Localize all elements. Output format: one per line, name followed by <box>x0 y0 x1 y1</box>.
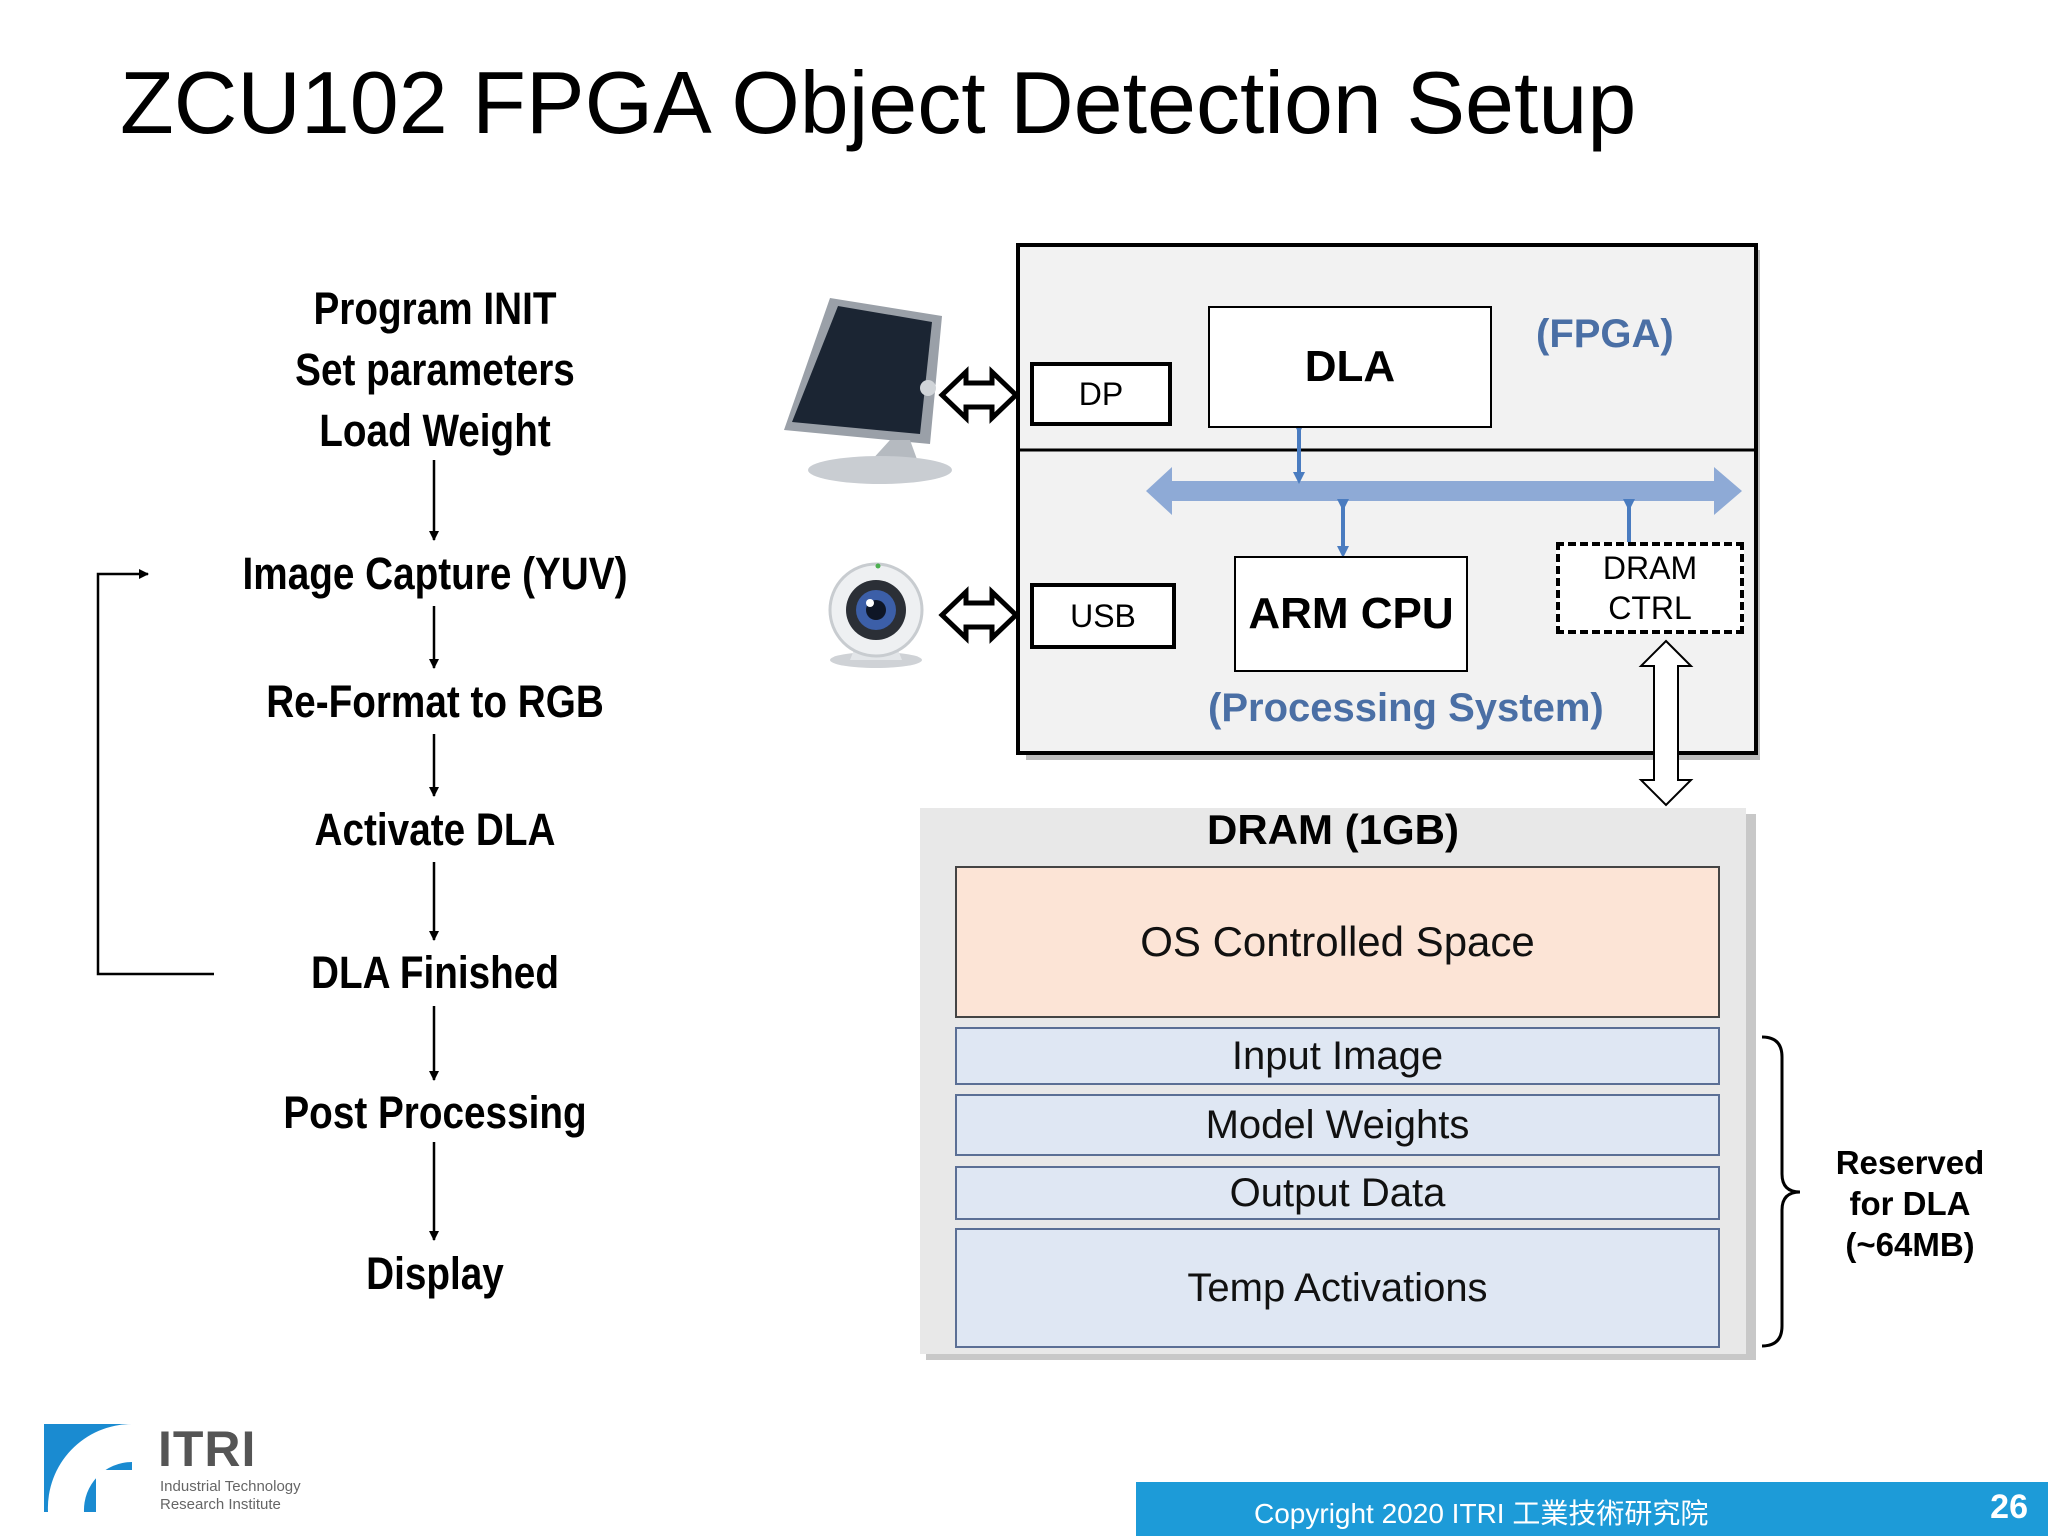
system-bus <box>1146 467 1742 515</box>
dram-region-temp-activations: Temp Activations <box>955 1228 1720 1348</box>
flow-init-block: Program INIT Set parameters Load Weight <box>177 278 693 461</box>
reserved-brace <box>1761 1035 1801 1348</box>
dp-link-arrow <box>938 366 1020 424</box>
flow-step-activate-dla: Activate DLA <box>314 804 556 855</box>
processing-system-label: (Processing System) <box>1208 686 1604 730</box>
itri-logo-name: ITRI <box>158 1421 257 1477</box>
slide-title: ZCU102 FPGA Object Detection Setup <box>120 53 1637 152</box>
itri-logo-sub-line: Research Institute <box>160 1496 281 1513</box>
dram-ctrl-block: DRAM CTRL <box>1556 542 1744 634</box>
reserved-line: (~64MB) <box>1845 1226 1975 1263</box>
loop-back-arrow <box>96 569 214 976</box>
dram-region-input-image: Input Image <box>955 1027 1720 1085</box>
itri-logo-mark <box>44 1423 132 1512</box>
arm-cpu-block: ARM CPU <box>1234 556 1468 672</box>
monitor-icon <box>784 298 952 484</box>
usb-port: USB <box>1030 583 1176 649</box>
page-number: 26 <box>1990 1488 2028 1526</box>
dram-region-model-weights: Model Weights <box>955 1094 1720 1156</box>
dram-ctrl-line: DRAM <box>1602 550 1698 586</box>
dram-title: DRAM (1GB) <box>1207 806 1459 853</box>
dp-port: DP <box>1030 362 1172 426</box>
flow-step-post-processing: Post Processing <box>283 1087 587 1138</box>
flow-step-dla-finished: DLA Finished <box>311 947 559 998</box>
dla-block: DLA <box>1208 306 1492 428</box>
flow-step-reformat: Re-Format to RGB <box>266 676 604 727</box>
fpga-label: (FPGA) <box>1536 312 1674 356</box>
flow-init-line: Load Weight <box>319 405 551 456</box>
flow-step-image-capture: Image Capture (YUV) <box>242 548 628 599</box>
dram-region-output-data: Output Data <box>955 1166 1720 1220</box>
reserved-for-dla-label: Reserved for DLA (~64MB) <box>1800 1142 2020 1265</box>
webcam-icon <box>828 562 924 668</box>
footer-copyright: Copyright 2020 ITRI 工業技術研究院 <box>1254 1498 1709 1529</box>
dram-ctrl-line: CTRL <box>1608 590 1692 626</box>
itri-logo-sub-line: Industrial Technology <box>160 1478 301 1495</box>
usb-link-arrow <box>938 586 1020 644</box>
flow-step-display: Display <box>366 1248 504 1299</box>
dram-link-arrow <box>1638 639 1694 807</box>
flow-init-line: Program INIT <box>313 283 557 334</box>
footer-bar <box>1136 1482 2048 1536</box>
flow-init-line: Set parameters <box>295 344 575 395</box>
reserved-line: for DLA <box>1849 1185 1971 1222</box>
os-controlled-space: OS Controlled Space <box>955 866 1720 1018</box>
itri-logo-subtitle: Industrial Technology Research Institute <box>160 1478 301 1514</box>
reserved-line: Reserved <box>1835 1144 1985 1181</box>
